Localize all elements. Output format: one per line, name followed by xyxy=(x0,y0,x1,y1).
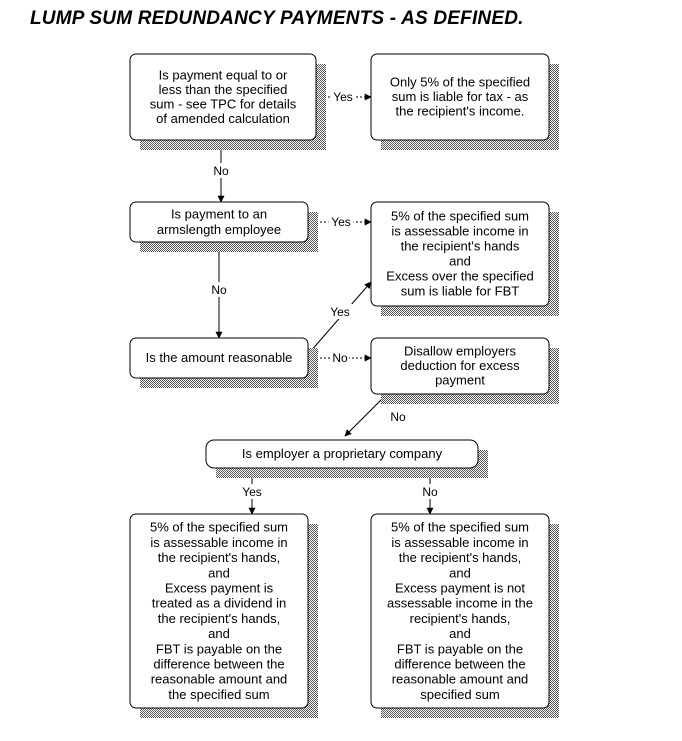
box-text-line: 5% of the specified sum xyxy=(150,520,288,535)
box-text-line: Is payment to an xyxy=(171,207,267,222)
box-text-line: the specified sum xyxy=(168,687,269,702)
box-text-line: sum - see TPC for details xyxy=(150,96,297,111)
edge-label: Yes xyxy=(333,90,353,104)
box-text-line: specified sum xyxy=(420,687,499,702)
box-text-line: deduction for excess xyxy=(400,358,520,373)
box-frame xyxy=(129,513,309,709)
edge-label: No xyxy=(213,164,229,178)
edge-label-bg xyxy=(421,484,439,499)
box-text-line: Is payment equal to or xyxy=(159,67,288,82)
box-text-line: and xyxy=(449,565,471,580)
decision-proprietary-box: Is employer a proprietary company xyxy=(205,439,488,478)
box-text-line: the recipient's hands, xyxy=(158,550,280,565)
box-frame xyxy=(129,201,309,243)
box-text-line: Excess payment is xyxy=(165,580,274,595)
box-text-line: Only 5% of the specified xyxy=(390,75,530,90)
edge-proprietary-yes: Yes xyxy=(239,468,265,515)
box-frame xyxy=(205,439,479,469)
box-text-line: recipient's hands, xyxy=(410,611,511,626)
edge-label-bg xyxy=(210,282,228,297)
box-text-line: is assessable income in xyxy=(391,224,528,239)
box-text-line: difference between the xyxy=(394,656,525,671)
box-frame xyxy=(370,201,550,307)
box-text-line: sum is liable for tax - as xyxy=(392,89,529,104)
box-text-line: Is employer a proprietary company xyxy=(242,446,443,461)
box-text-line: FBT is payable on the xyxy=(397,641,523,656)
box-text-line: is assessable income in xyxy=(150,535,287,550)
edge-label-bg xyxy=(330,89,356,104)
edge-label-bg xyxy=(212,163,230,178)
box-text-line: assessable income in the xyxy=(387,596,533,611)
edge-armslength-yes: Yes xyxy=(308,214,372,229)
box-text-line: treated as a dividend in xyxy=(152,596,286,611)
box-frame xyxy=(370,513,550,709)
box-text-line: is assessable income in xyxy=(391,535,528,550)
box-text-line: reasonable amount and xyxy=(392,672,529,687)
box-text-line: the recipient's hands, xyxy=(399,550,521,565)
edge-label: No xyxy=(422,485,438,499)
edge-equal-yes: Yes xyxy=(316,89,372,104)
edge-disallow-no: No xyxy=(344,395,407,437)
edge-proprietary-no: No xyxy=(421,468,439,515)
box-text-line: Disallow employers xyxy=(404,344,516,359)
box-text-line: the recipient's hands xyxy=(401,239,520,254)
edge-label-bg xyxy=(389,409,407,424)
box-text-line: and xyxy=(208,565,230,580)
box-text-line: armslength employee xyxy=(157,222,281,237)
box-frame xyxy=(370,53,550,141)
box-text-line: and xyxy=(208,626,230,641)
box-frame xyxy=(129,337,309,379)
edge-reasonable-yes: Yes xyxy=(309,281,372,353)
box-text-line: of amended calculation xyxy=(156,111,290,126)
edge-label: No xyxy=(390,410,406,424)
diagram-title: LUMP SUM REDUNDANCY PAYMENTS - AS DEFINE… xyxy=(30,8,524,29)
decision-reasonable-box: Is the amount reasonable xyxy=(129,337,318,388)
edge-label-bg xyxy=(327,304,353,319)
box-text-line: 5% of the specified sum xyxy=(391,520,529,535)
edge-label: Yes xyxy=(242,485,262,499)
box-text-line: the recipient's income. xyxy=(396,104,525,119)
edge-label: No xyxy=(211,283,227,297)
box-frame xyxy=(370,337,550,395)
box-text-line: less than the specified xyxy=(159,82,288,97)
box-text-line: payment xyxy=(435,373,485,388)
box-text-line: and xyxy=(449,626,471,641)
box-text-line: the recipient's hands, xyxy=(158,611,280,626)
box-text-line: and xyxy=(449,254,471,269)
box-text-line: Is the amount reasonable xyxy=(146,350,293,365)
edge-label-bg xyxy=(331,350,349,365)
edge-label: Yes xyxy=(331,215,351,229)
box-text-line: difference between the xyxy=(153,656,284,671)
box-text-line: FBT is payable on the xyxy=(156,641,282,656)
edge-label: No xyxy=(332,351,348,365)
edge-armslength-no: No xyxy=(210,242,228,339)
edge-equal-no: No xyxy=(212,140,230,203)
edge-reasonable-no: No xyxy=(308,350,372,365)
box-frame xyxy=(129,53,317,141)
box-text-line: Excess over the specified xyxy=(386,269,533,284)
box-text-line: 5% of the specified sum xyxy=(391,209,529,224)
box-text-line: reasonable amount and xyxy=(151,672,288,687)
edge-label: Yes xyxy=(330,305,350,319)
box-text-line: Excess payment is not xyxy=(395,580,525,595)
edge-line xyxy=(344,395,386,437)
edge-label-bg xyxy=(239,484,265,499)
edge-label-bg xyxy=(328,214,354,229)
box-text-line: sum is liable for FBT xyxy=(401,284,520,299)
